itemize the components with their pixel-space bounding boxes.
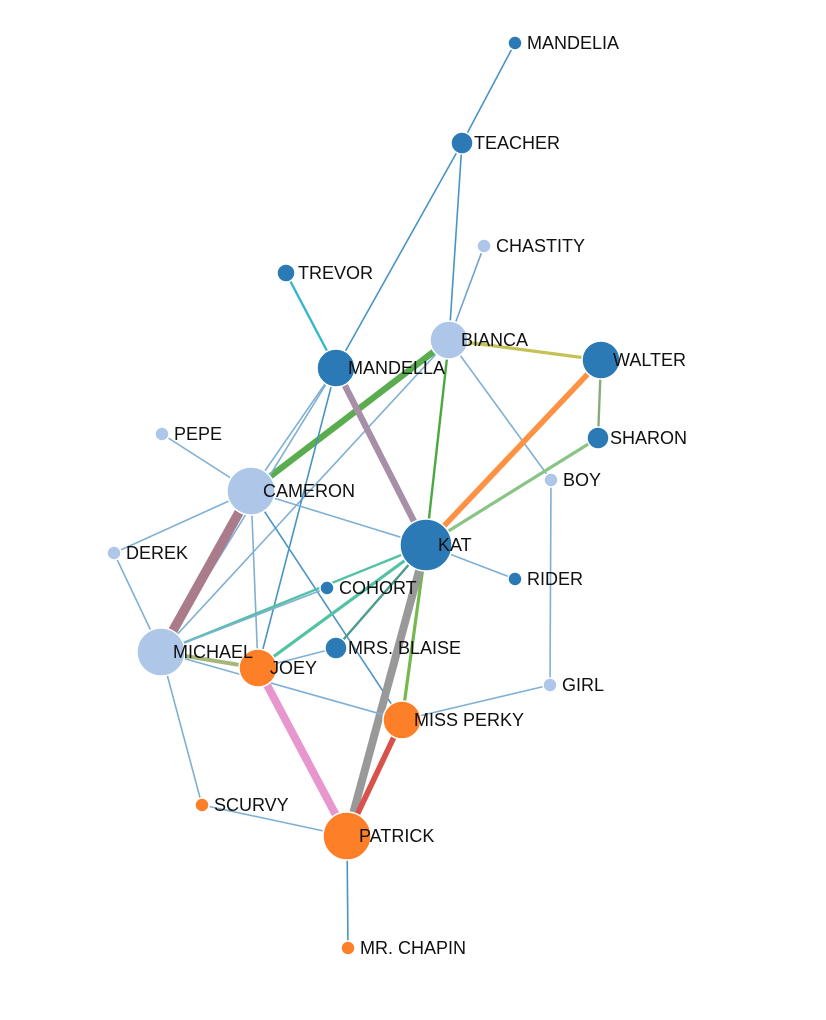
edge-mandella-cameron (250, 367, 337, 492)
node-label-kat: KAT (438, 535, 472, 555)
node-label-bianca: BIANCA (461, 330, 528, 350)
node-derek[interactable] (106, 545, 122, 561)
edge-mandelia-teacher (461, 42, 516, 144)
node-chastity[interactable] (476, 238, 492, 254)
edge-sharon-kat (425, 436, 599, 547)
node-label-cohort: COHORT (339, 578, 417, 598)
labels-layer: MANDELIA TEACHER CHASTITY TREVOR BIANCA MANDE… (126, 33, 687, 958)
node-mandelia[interactable] (507, 35, 523, 51)
node-label-mandella: MANDELLA (348, 358, 445, 378)
node-sharon[interactable] (586, 426, 610, 450)
node-label-trevor: TREVOR (298, 263, 373, 283)
node-label-boy: BOY (563, 470, 601, 490)
node-michael[interactable] (136, 627, 186, 677)
node-girl[interactable] (542, 677, 558, 693)
edge-mandella-kat (333, 366, 429, 547)
node-label-mrs-blaise: MRS. BLAISE (348, 638, 461, 658)
edge-kat-patrick (343, 543, 430, 838)
node-label-scurvy: SCURVY (214, 795, 289, 815)
edge-michael-scurvy (160, 651, 203, 806)
edge-walter-kat (423, 358, 604, 547)
edge-kat-joey (257, 543, 427, 670)
edge-cameron-joey (250, 490, 259, 669)
node-joey[interactable] (238, 648, 278, 688)
node-mandella[interactable] (316, 348, 356, 388)
node-label-pepe: PEPE (174, 424, 222, 444)
node-kat[interactable] (399, 518, 453, 572)
node-cohort[interactable] (319, 580, 335, 596)
node-trevor[interactable] (276, 263, 296, 283)
node-label-mr-chapin: MR. CHAPIN (360, 938, 466, 958)
edge-michael-miss-perky (160, 651, 403, 721)
node-walter[interactable] (581, 340, 621, 380)
edge-boy-girl (549, 479, 552, 686)
node-label-derek: DEREK (126, 543, 188, 563)
edge-bianca-boy (448, 339, 552, 481)
edge-bianca-michael (160, 339, 450, 653)
node-cameron[interactable] (226, 466, 276, 516)
node-label-michael: MICHAEL (173, 642, 253, 662)
edge-mandella-joey (257, 367, 337, 669)
edges-layer (113, 42, 604, 949)
node-rider[interactable] (507, 571, 523, 587)
edge-bianca-cameron (249, 337, 451, 494)
edge-teacher-bianca (448, 142, 463, 341)
node-label-chastity: CHASTITY (496, 236, 585, 256)
node-label-patrick: PATRICK (359, 826, 434, 846)
edge-cameron-michael (156, 488, 256, 655)
edge-cohort-michael (160, 587, 328, 653)
node-scurvy[interactable] (194, 797, 210, 813)
node-mrs-blaise[interactable] (324, 636, 348, 660)
node-label-walter: WALTER (613, 350, 686, 370)
node-label-mandelia: MANDELIA (527, 33, 619, 53)
node-boy[interactable] (543, 472, 559, 488)
node-label-miss-perky: MISS PERKY (414, 710, 524, 730)
edge-girl-miss-perky (401, 684, 551, 721)
edge-teacher-mandella (335, 142, 463, 369)
node-label-rider: RIDER (527, 569, 583, 589)
node-label-joey: JOEY (270, 658, 317, 678)
node-label-teacher: TEACHER (474, 133, 560, 153)
edge-cameron-derek (113, 490, 252, 554)
node-teacher[interactable] (450, 131, 474, 155)
nodes-layer (106, 35, 621, 956)
edge-cameron-kat (250, 490, 427, 546)
node-label-cameron: CAMERON (263, 481, 355, 501)
node-patrick[interactable] (322, 811, 372, 861)
node-miss-perky[interactable] (382, 700, 422, 740)
edge-bianca-kat (424, 339, 451, 546)
edge-cameron-miss-perky (250, 490, 403, 721)
edge-bianca-walter (448, 338, 602, 362)
node-pepe[interactable] (154, 426, 170, 442)
node-label-sharon: SHARON (610, 428, 687, 448)
node-bianca[interactable] (429, 320, 469, 360)
edge-joey-patrick (254, 666, 351, 838)
node-mr-chapin[interactable] (340, 940, 356, 956)
node-label-girl: GIRL (562, 675, 604, 695)
